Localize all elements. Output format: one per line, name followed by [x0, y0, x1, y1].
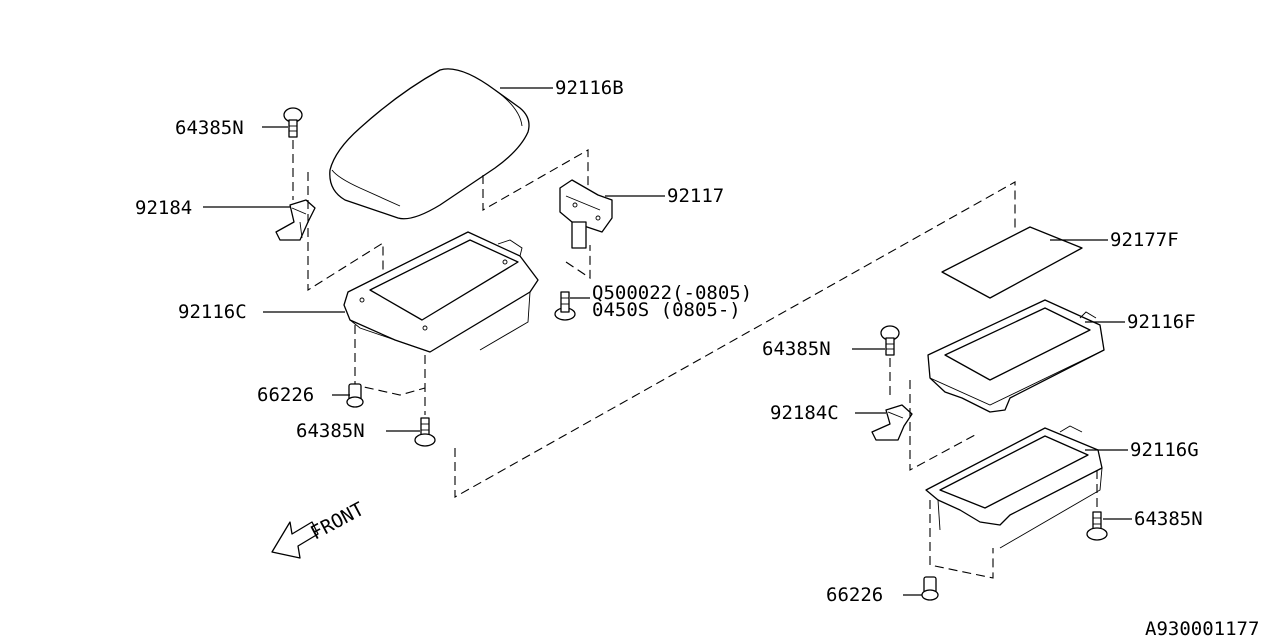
dashed-hinge-screw: [565, 245, 591, 280]
armrest-lid-cushion: [329, 68, 530, 220]
front-arrow: FRONT: [271, 498, 368, 559]
label-66226-a: 66226: [257, 384, 314, 406]
dashed-long-link: [454, 181, 1016, 498]
clip-64385N-a: [283, 107, 303, 138]
label-92184C: 92184C: [770, 402, 839, 424]
clip-64385N-c: [880, 325, 900, 356]
latch-bracket-92184C: [871, 404, 913, 441]
box-92116G: [925, 425, 1103, 549]
dashed-latch-to-box: [909, 380, 976, 471]
clip-64385N-b: [414, 417, 436, 447]
label-64385N-d: 64385N: [1134, 508, 1203, 530]
tray-92116F: [927, 299, 1105, 413]
screw-66226-b: [921, 576, 939, 601]
label-92116G: 92116G: [1130, 439, 1199, 461]
dashed-lid-to-hinge: [482, 149, 589, 211]
hinge-92117: [559, 179, 613, 249]
label-92116C: 92116C: [178, 301, 247, 323]
dashed-base-lower-a: [354, 325, 426, 396]
diagram-reference-number: A930001177: [1145, 618, 1259, 640]
label-64385N-a: 64385N: [175, 117, 244, 139]
label-92184: 92184: [135, 197, 192, 219]
label-92177F: 92177F: [1110, 229, 1179, 251]
dashed-bracket-to-base: [307, 172, 384, 291]
screw-66226-a: [346, 383, 364, 408]
label-92117: 92117: [667, 185, 724, 207]
screw-Q500022: [554, 291, 576, 321]
label-0450S: 0450S (0805-): [592, 299, 741, 321]
latch-bracket-92184: [275, 199, 316, 241]
label-92116F: 92116F: [1127, 311, 1196, 333]
label-92116B: 92116B: [555, 77, 624, 99]
dashed-box-lower: [929, 500, 994, 579]
label-Q500022: Q500022(-0805): [592, 282, 752, 304]
label-66226-b: 66226: [826, 584, 883, 606]
armrest-base-92116C: [343, 231, 539, 353]
label-64385N-b: 64385N: [296, 420, 365, 442]
front-label: FRONT: [307, 498, 368, 544]
clip-64385N-d: [1086, 511, 1108, 541]
mat-92177F: [941, 226, 1083, 299]
label-64385N-c: 64385N: [762, 338, 831, 360]
